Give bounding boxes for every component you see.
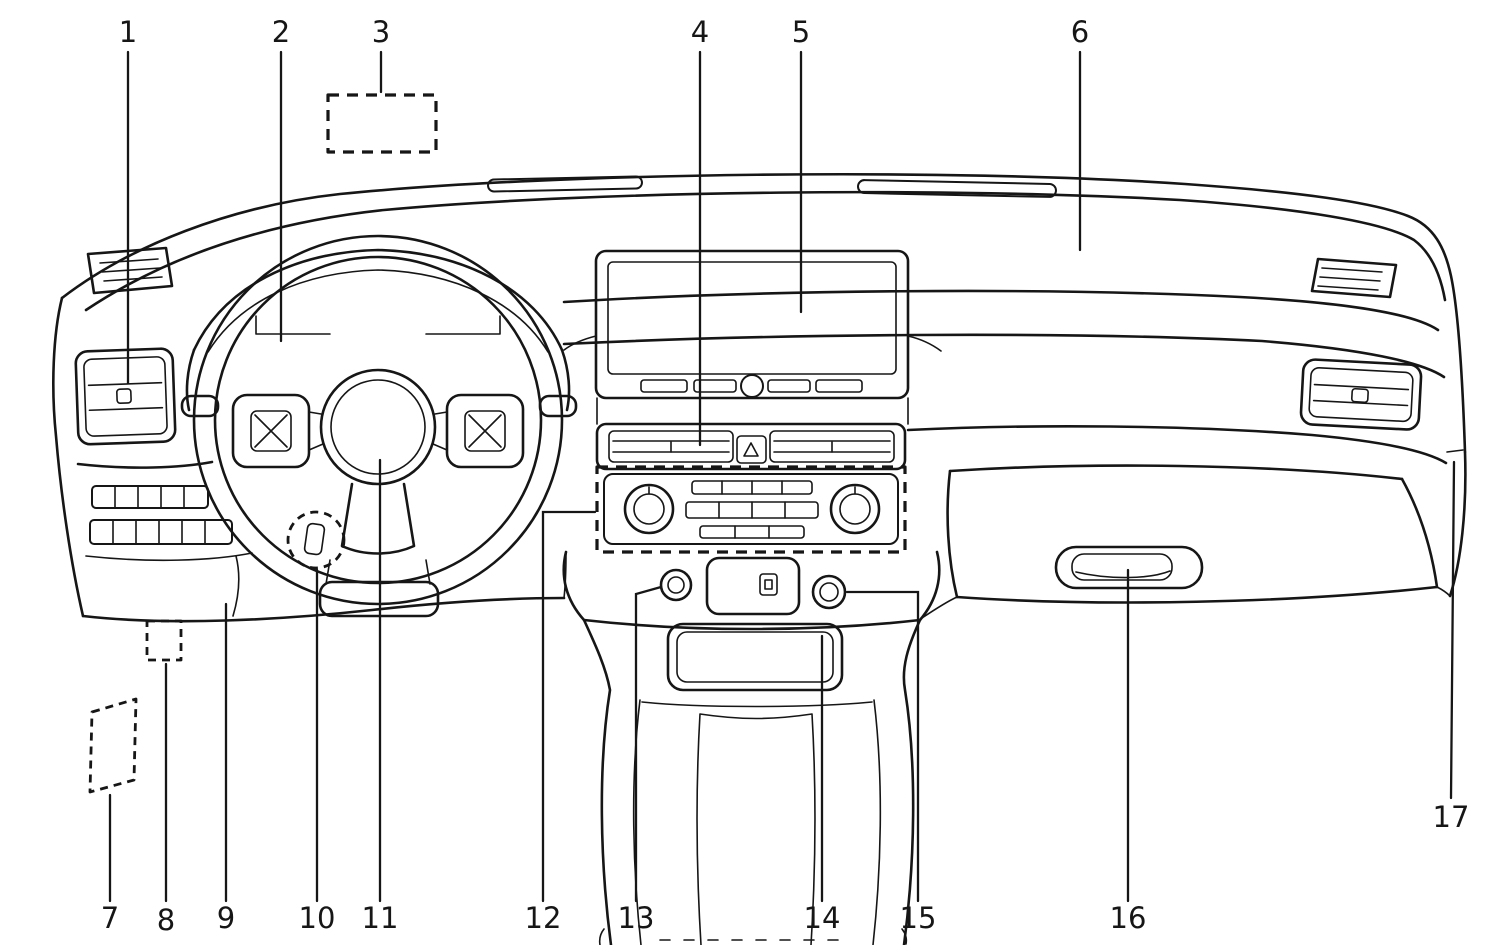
callout-15: 15	[900, 901, 937, 935]
callout-7: 7	[101, 901, 119, 935]
callout-14: 14	[804, 901, 841, 935]
left-side-vent	[74, 347, 177, 446]
callout-10: 10	[299, 901, 336, 935]
callout-6: 6	[1071, 15, 1089, 49]
defroster-vents	[487, 175, 1057, 198]
right-climate-knob	[829, 483, 881, 535]
callout-1: 1	[119, 15, 137, 49]
leader-line-12	[541, 510, 597, 903]
right-spoke-switches	[445, 393, 525, 469]
leader-line-13	[634, 585, 663, 903]
right-side-vent	[1299, 358, 1423, 431]
leader-line-15	[845, 590, 920, 903]
highlight-circle-ignition	[286, 510, 346, 570]
callout-2: 2	[272, 15, 290, 49]
lower-spoke	[340, 482, 416, 555]
hazard-button	[736, 435, 767, 464]
left-stalk	[180, 394, 220, 418]
leader-lines	[108, 50, 1456, 903]
bottom-caption-cropped	[598, 928, 908, 945]
callout-5: 5	[792, 15, 810, 49]
callout-8: 8	[157, 903, 175, 937]
callout-12: 12	[525, 901, 562, 935]
console-switch-panel	[705, 556, 801, 616]
power-outlet-left	[659, 568, 693, 602]
callout-11: 11	[362, 901, 399, 935]
display-knob	[740, 374, 764, 398]
display-screen	[607, 261, 897, 375]
highlight-box-8	[145, 619, 183, 662]
right-stalk	[538, 394, 578, 418]
instrument-cluster	[185, 248, 571, 412]
highlight-parallelogram-7	[88, 697, 138, 794]
touchscreen-display	[563, 249, 942, 400]
callout-3: 3	[372, 15, 390, 49]
callout-labels: 1 2 3 4 5 6 7 8 9 10 11 12 13 14 15 16 1…	[101, 15, 1470, 937]
highlight-box-climate	[595, 465, 907, 554]
left-spoke-switches	[231, 393, 311, 469]
ignition-switch-highlight	[286, 510, 346, 570]
leader-line-17	[1449, 460, 1456, 800]
callout-16: 16	[1110, 901, 1147, 935]
steering-wheel-hub	[319, 368, 437, 486]
callout-17: 17	[1433, 800, 1470, 834]
callout-9: 9	[217, 901, 235, 935]
callout-13: 13	[618, 901, 655, 935]
console-storage-bin	[666, 622, 844, 692]
right-corner-vent	[1310, 257, 1398, 299]
climate-controls	[595, 465, 907, 554]
callout-4: 4	[691, 15, 709, 49]
power-outlet-right	[811, 574, 847, 610]
center-air-vents	[595, 422, 907, 471]
center-console	[562, 550, 941, 945]
driver-lower-panel	[76, 460, 567, 623]
left-climate-knob	[623, 483, 675, 535]
glovebox	[921, 464, 1451, 619]
passenger-dash-trim	[562, 289, 1448, 465]
highlight-box-3	[326, 93, 438, 154]
